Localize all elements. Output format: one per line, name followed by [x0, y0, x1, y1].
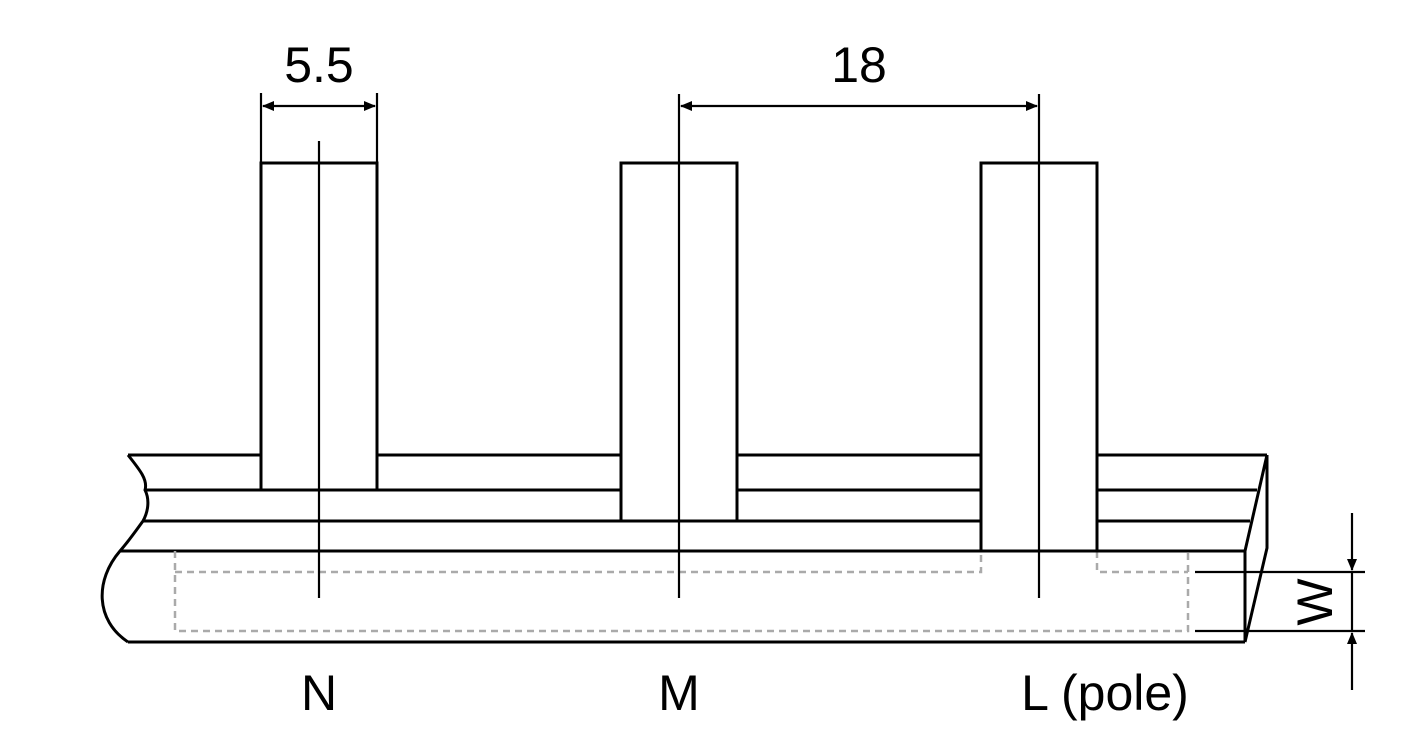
label-n: N [301, 665, 337, 721]
dimension-pitch: 18 [680, 37, 1038, 111]
end-face [1243, 454, 1269, 643]
height-label: W [1287, 578, 1343, 626]
hidden-conductor-outline [173, 551, 1190, 633]
dimension-height: W [1195, 513, 1365, 690]
dimension-pin-width: 5.5 [259, 37, 379, 163]
pitch-label: 18 [831, 37, 887, 93]
pin-m [619, 94, 739, 598]
pin-n [259, 141, 379, 598]
label-l-pole: L (pole) [1021, 665, 1189, 721]
pin-l [979, 94, 1099, 598]
busbar-body [100, 453, 1269, 644]
break-line-left [100, 454, 150, 644]
label-m: M [658, 665, 700, 721]
pin-width-label: 5.5 [284, 37, 354, 93]
